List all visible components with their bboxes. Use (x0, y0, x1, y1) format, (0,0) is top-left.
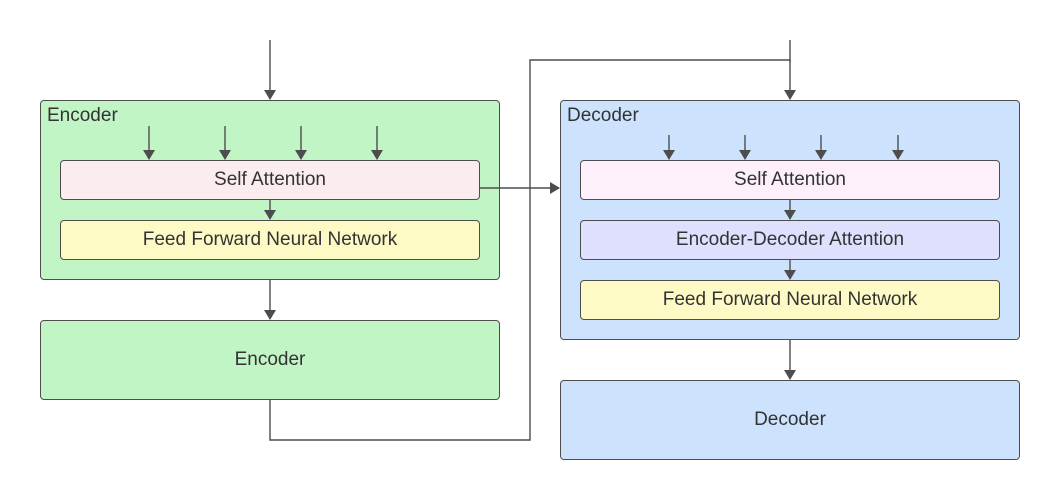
encoder-block-collapsed: Encoder (40, 320, 500, 400)
decoder-encoder-decoder-attention: Encoder-Decoder Attention (580, 220, 1000, 260)
encoder-feed-forward: Feed Forward Neural Network (60, 220, 480, 260)
decoder-title: Decoder (567, 105, 639, 126)
encoder-output-connector (269, 59, 796, 441)
decoder-self-attention: Self Attention (580, 160, 1000, 200)
decoder-feed-forward: Feed Forward Neural Network (580, 280, 1000, 320)
decoder-block-collapsed: Decoder (560, 380, 1020, 460)
encoder-self-attention: Self Attention (60, 160, 480, 200)
encoder-title: Encoder (47, 105, 118, 126)
